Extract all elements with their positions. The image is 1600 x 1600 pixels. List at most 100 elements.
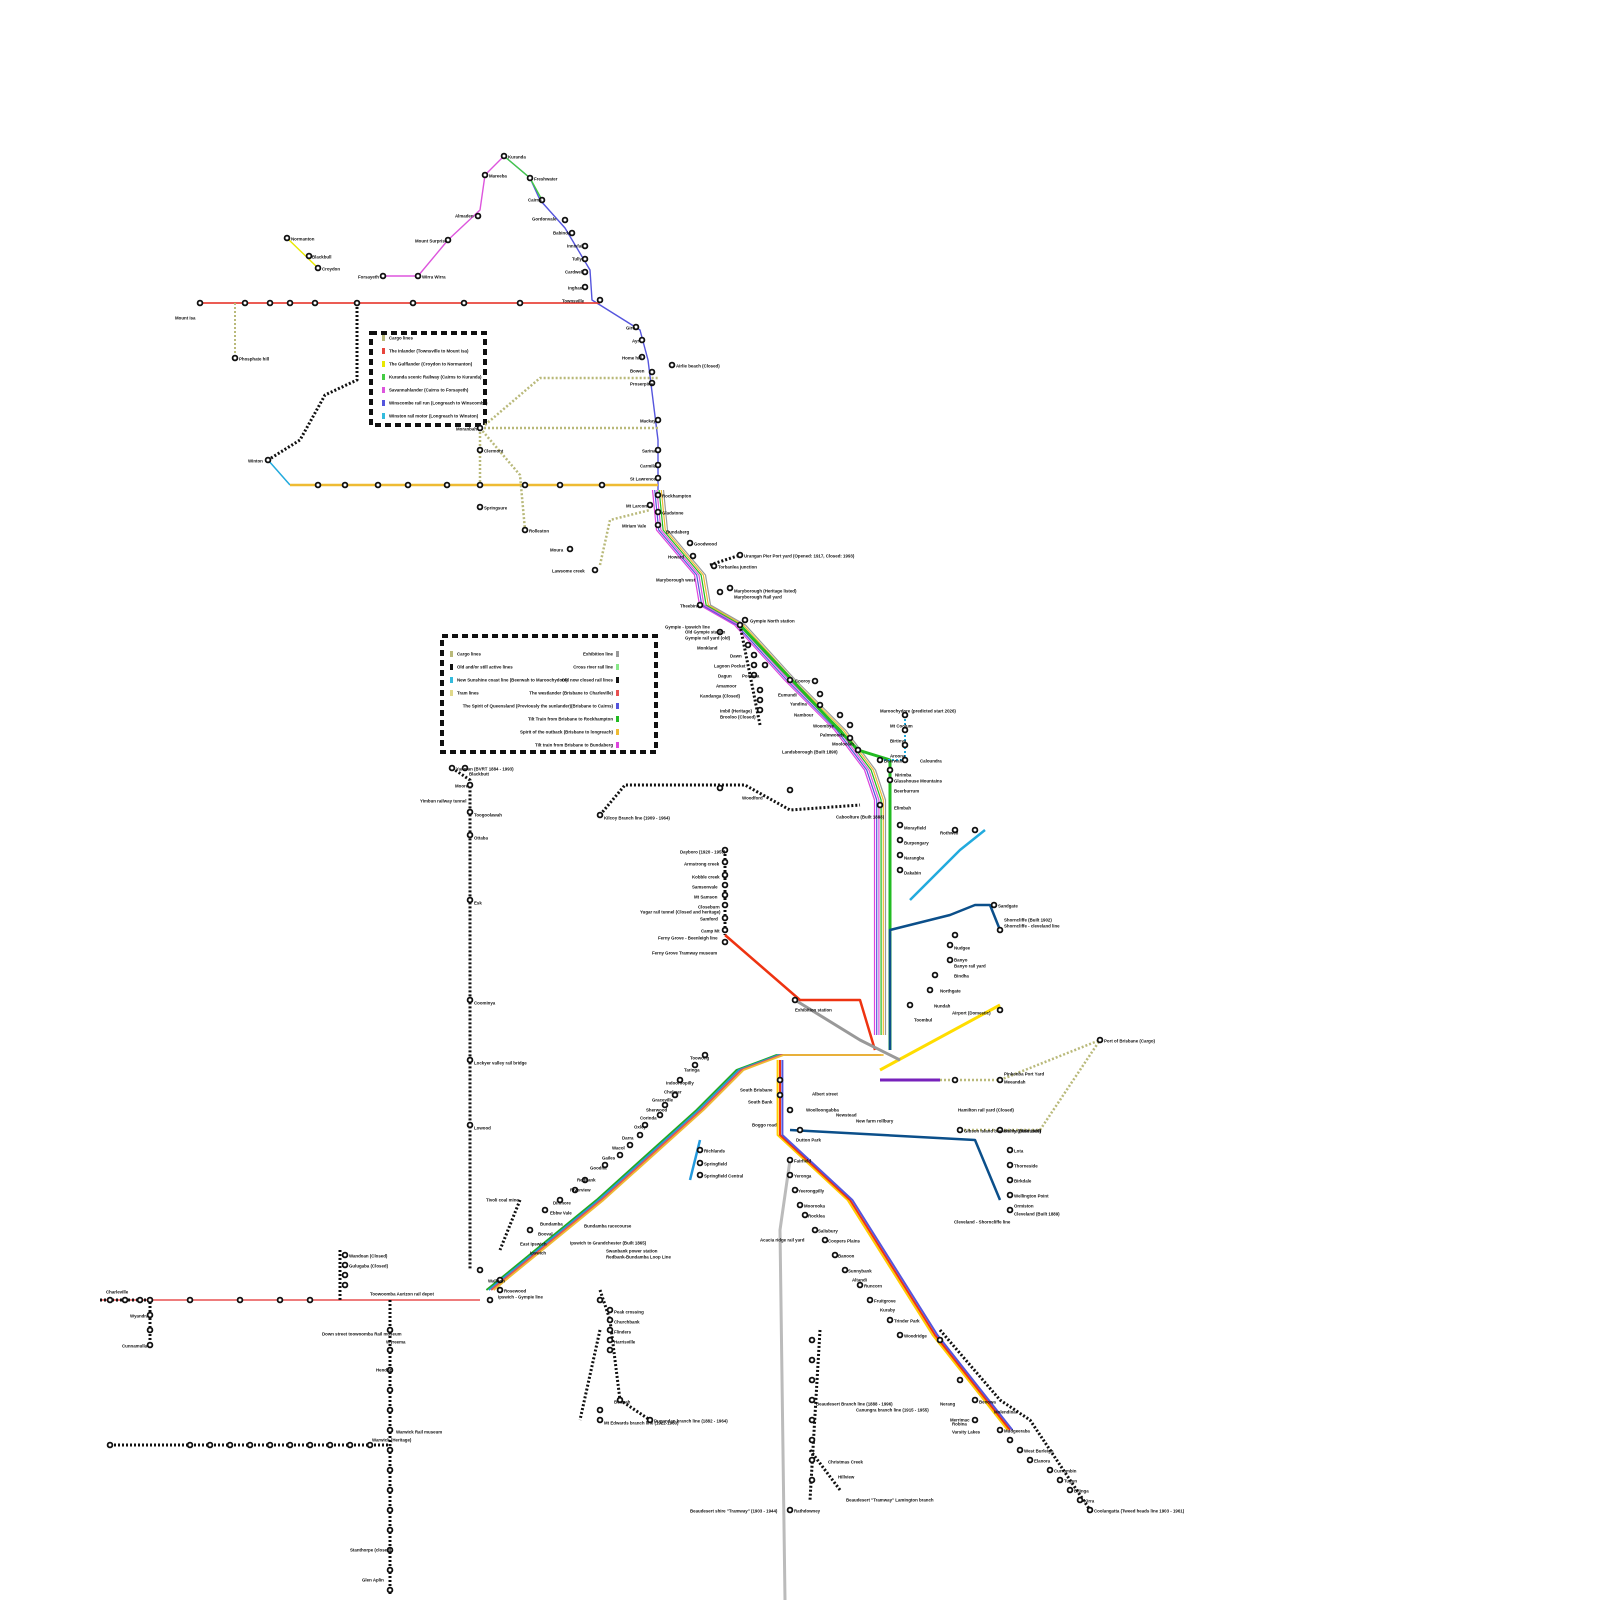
station-label: Hillview bbox=[838, 1475, 855, 1480]
station-label: Springfield bbox=[704, 1162, 727, 1167]
legend-swatch bbox=[616, 742, 619, 748]
station-label: Canungra branch line (1915 - 1955) bbox=[856, 1408, 929, 1413]
station-label: Caboolture (Built 1888) bbox=[836, 815, 885, 820]
station-marker bbox=[388, 1348, 393, 1353]
station-label: Nerang bbox=[940, 1402, 955, 1407]
station-label: Springsure bbox=[484, 506, 508, 511]
station-marker bbox=[778, 1093, 783, 1098]
station-label: Sandgate bbox=[998, 904, 1018, 909]
station-marker bbox=[523, 483, 528, 488]
station-label: Woodridge bbox=[904, 1334, 927, 1339]
station-marker bbox=[628, 1143, 633, 1148]
legend-swatch bbox=[382, 335, 385, 341]
station-label: Dugandan branch line (1882 - 1964) bbox=[654, 1419, 728, 1424]
station-label: Kuraby bbox=[880, 1308, 896, 1313]
old-line bbox=[580, 1330, 600, 1420]
station-label: Lockyer valley rail bridge bbox=[474, 1061, 527, 1066]
station-marker bbox=[640, 338, 645, 343]
station-marker bbox=[878, 758, 883, 763]
station-marker bbox=[411, 301, 416, 306]
station-marker bbox=[888, 778, 893, 783]
station-label: Pomona bbox=[742, 674, 760, 679]
station-label: Wacol bbox=[612, 1146, 625, 1151]
station-marker bbox=[313, 301, 318, 306]
station-marker bbox=[445, 483, 450, 488]
station-label: Fruitgrove bbox=[874, 1299, 896, 1304]
station-marker bbox=[670, 363, 675, 368]
station-marker bbox=[406, 483, 411, 488]
station-marker bbox=[1008, 1163, 1013, 1168]
station-marker bbox=[593, 568, 598, 573]
station-marker bbox=[688, 541, 693, 546]
gold-coast-line bbox=[778, 1060, 1008, 1430]
station-marker bbox=[898, 1333, 903, 1338]
legend-label: The Inlander (Townsville to Mount Isa) bbox=[389, 349, 469, 354]
station-marker bbox=[388, 1488, 393, 1493]
station-marker bbox=[583, 257, 588, 262]
station-label: Kobble creek bbox=[692, 875, 720, 880]
station-marker bbox=[998, 1428, 1003, 1433]
station-label: New farm rollbury bbox=[856, 1119, 894, 1124]
station-label: Redbank-Bundamba Loop Line bbox=[606, 1255, 671, 1260]
station-marker bbox=[810, 1378, 815, 1383]
legend-swatch bbox=[450, 677, 453, 683]
station-label: Wyreema bbox=[386, 1340, 406, 1345]
station-marker bbox=[698, 1161, 703, 1166]
station-label: Sarina bbox=[642, 449, 656, 454]
station-marker bbox=[818, 692, 823, 697]
station-marker bbox=[285, 236, 290, 241]
station-label: Cleveland (Built 1889) bbox=[1014, 1212, 1060, 1217]
station-label: Innisfail bbox=[567, 244, 584, 249]
legend-swatch bbox=[616, 651, 619, 657]
station-marker bbox=[355, 301, 360, 306]
station-label: Bundaberg bbox=[666, 530, 689, 535]
station-marker bbox=[483, 173, 488, 178]
station-label: Proserpine bbox=[630, 382, 653, 387]
station-label: Armstrong creek bbox=[684, 862, 720, 867]
station-label: Maryborough (Heritage listed) bbox=[734, 589, 797, 594]
station-marker bbox=[228, 1443, 233, 1448]
station-marker bbox=[788, 788, 793, 793]
station-label: Mount Surprise bbox=[415, 239, 448, 244]
station-marker bbox=[788, 1158, 793, 1163]
station-label: Ingham bbox=[568, 286, 584, 291]
station-label: Giru bbox=[626, 326, 635, 331]
station-marker bbox=[998, 1008, 1003, 1013]
station-marker bbox=[478, 483, 483, 488]
legend-label: The Gulflander (Croydon to Normanton) bbox=[389, 362, 473, 367]
station-label: Cooroy bbox=[795, 679, 811, 684]
station-marker bbox=[598, 1408, 603, 1413]
station-label: Chelmer bbox=[664, 1090, 682, 1095]
station-label: Yeronga bbox=[794, 1174, 812, 1179]
station-label: Warwick (Heritage) bbox=[372, 1438, 412, 1443]
station-label: Hamilton rail yard (Closed) bbox=[958, 1108, 1014, 1113]
station-label: Samsonvale bbox=[692, 885, 718, 890]
station-marker bbox=[848, 723, 853, 728]
station-marker bbox=[478, 505, 483, 510]
station-marker bbox=[618, 1153, 623, 1158]
station-label: Toowong bbox=[690, 1056, 709, 1061]
station-label: Narangba bbox=[904, 856, 925, 861]
station-marker bbox=[1028, 1458, 1033, 1463]
station-label: Camp Mt bbox=[701, 929, 720, 934]
station-marker bbox=[746, 643, 751, 648]
station-label: Moranbah bbox=[456, 427, 477, 432]
station-marker bbox=[608, 1328, 613, 1333]
station-label: Glen Aplin bbox=[362, 1578, 384, 1583]
station-marker bbox=[898, 823, 903, 828]
legend-swatch bbox=[382, 361, 385, 367]
station-marker bbox=[1008, 1438, 1013, 1443]
legend-label: Savannahlander (Cairns to Forsayeth) bbox=[389, 388, 469, 393]
station-label: Samford bbox=[700, 917, 718, 922]
station-label: Nudgee bbox=[954, 946, 971, 951]
station-label: Warwick Rail museum bbox=[396, 1430, 442, 1435]
line-gulflander bbox=[287, 238, 318, 268]
station-label: Cunnamulla bbox=[122, 1344, 148, 1349]
line-sunlander bbox=[504, 156, 658, 490]
station-marker bbox=[563, 218, 568, 223]
station-marker bbox=[316, 266, 321, 271]
station-marker bbox=[973, 828, 978, 833]
station-marker bbox=[810, 1418, 815, 1423]
station-label: Gladstone bbox=[662, 511, 684, 516]
station-marker bbox=[188, 1443, 193, 1448]
